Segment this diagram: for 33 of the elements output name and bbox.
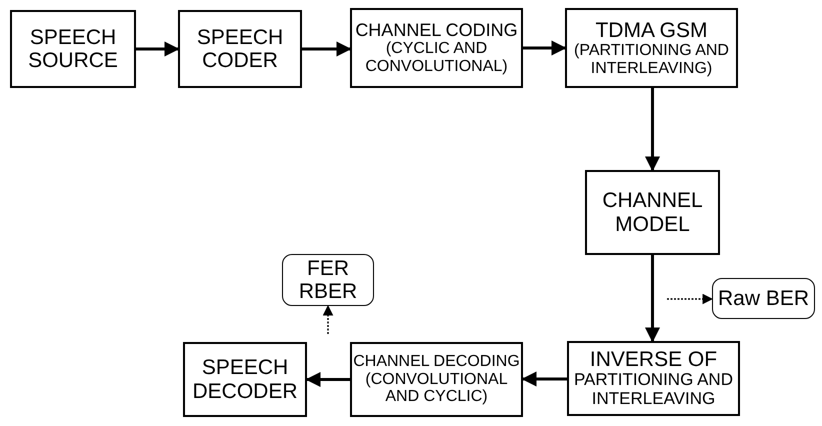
box-label: CHANNEL CODING xyxy=(355,20,518,40)
process-box xyxy=(350,8,523,88)
arrow xyxy=(302,42,352,56)
box-subtitle: (CONVOLUTIONAL AND CYCLIC) xyxy=(364,370,509,406)
box-subtitle: (PARTITIONING AND INTERLEAVING) xyxy=(573,42,730,78)
arrow xyxy=(523,40,566,56)
box-label: FER RBER xyxy=(298,256,358,304)
process-box xyxy=(178,10,302,88)
box-label: SPEECH DECODER xyxy=(191,356,298,403)
arrow xyxy=(522,372,567,386)
box-subtitle: (CYCLIC AND CONVOLUTIONAL) xyxy=(364,40,509,76)
box-label: CHANNEL DECODING xyxy=(353,353,520,371)
process-box xyxy=(585,170,720,255)
output-box xyxy=(282,254,374,306)
box-subtitle: PARTITIONING AND INTERLEAVING xyxy=(572,371,734,409)
box-label: SPEECH CODER xyxy=(196,26,284,72)
arrow xyxy=(136,42,180,56)
box-label: TDMA GSM xyxy=(595,18,708,42)
process-box xyxy=(350,342,523,417)
process-box xyxy=(565,8,738,88)
box-label: INVERSE OF xyxy=(590,348,718,372)
output-box xyxy=(712,278,815,319)
process-box xyxy=(10,10,136,88)
dotted-arrow xyxy=(322,304,334,334)
box-label: Raw BER xyxy=(718,286,810,310)
arrow xyxy=(306,372,350,387)
dotted-arrow xyxy=(667,294,714,304)
arrow xyxy=(645,255,660,342)
arrow xyxy=(645,88,660,172)
box-label: CHANNEL MODEL xyxy=(601,189,704,236)
box-label: SPEECH SOURCE xyxy=(27,26,119,72)
process-box xyxy=(183,342,307,417)
process-box xyxy=(567,341,740,416)
